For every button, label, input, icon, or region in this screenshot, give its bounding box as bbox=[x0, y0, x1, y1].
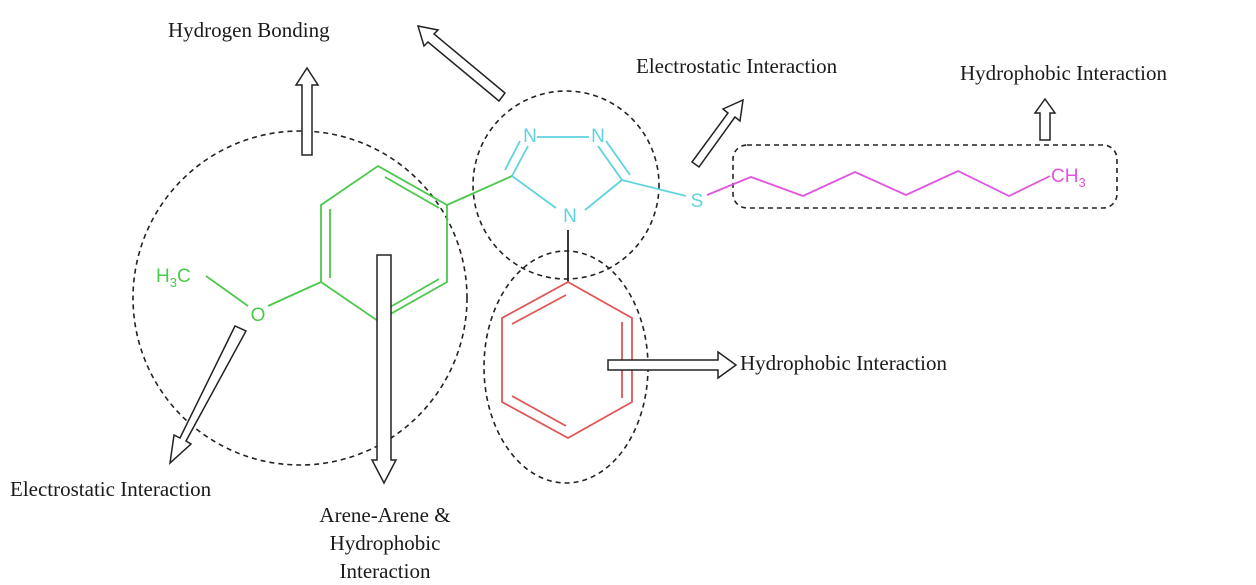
aryl-triazole-bond bbox=[446, 175, 513, 206]
hydrophobic-arrow-chain bbox=[1033, 97, 1057, 141]
methoxy-methyl-label: H3C bbox=[156, 266, 191, 290]
hydrogen-bond-arrow-diagonal bbox=[416, 25, 507, 103]
label-electrostatic-top: Electrostatic Interaction bbox=[636, 54, 838, 78]
hydrogen-bond-arrow-up bbox=[294, 66, 320, 156]
label-arene-line1: Arene-Arene & bbox=[319, 503, 450, 527]
label-hydrogen-bonding: Hydrogen Bonding bbox=[168, 18, 330, 42]
label-arene-line2: Hydrophobic bbox=[330, 531, 441, 555]
oxygen-atom: O bbox=[251, 305, 266, 326]
alkyl-chain-region bbox=[732, 144, 1118, 209]
triazole-region bbox=[472, 90, 660, 280]
phenyl-ring bbox=[501, 280, 633, 440]
methoxyphenyl-ring bbox=[205, 164, 448, 323]
annotation-arrows bbox=[168, 25, 1057, 485]
label-electrostatic-bottom: Electrostatic Interaction bbox=[10, 477, 212, 501]
triazole-ring bbox=[504, 136, 687, 211]
triazole-n1: N bbox=[523, 126, 537, 147]
label-arene-line3: Interaction bbox=[340, 559, 431, 583]
hydrophobic-arrow-phenyl bbox=[607, 350, 738, 380]
methoxyphenyl-region bbox=[132, 130, 468, 466]
triazole-n4: N bbox=[563, 206, 577, 227]
label-hydrophobic-right: Hydrophobic Interaction bbox=[740, 351, 948, 375]
electrostatic-arrow-sulfur bbox=[690, 98, 744, 169]
sulfur-atom: S bbox=[691, 191, 704, 212]
label-hydrophobic-top: Hydrophobic Interaction bbox=[960, 61, 1168, 85]
triazole-n2: N bbox=[591, 126, 605, 147]
arene-arrow-down bbox=[370, 254, 398, 485]
alkyl-chain bbox=[706, 170, 1051, 198]
electrostatic-arrow-oxygen bbox=[168, 325, 248, 465]
terminal-methyl-label: CH3 bbox=[1051, 166, 1086, 190]
